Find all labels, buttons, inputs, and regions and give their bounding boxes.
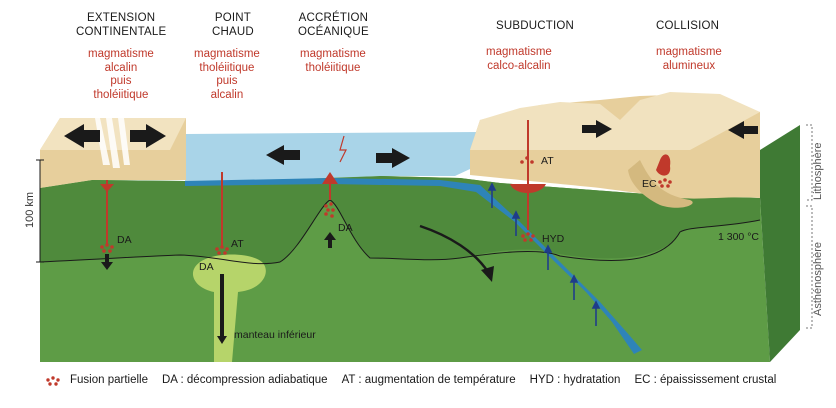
plate-motion-arrows [64,120,758,344]
header-collision: COLLISION [656,20,719,34]
subduction-flow-arrow [419,224,490,273]
magmatism-line: tholéiitique [199,61,255,74]
title-line: POINT [214,12,252,24]
mantle-plume [192,254,266,362]
magmatism-line: magmatisme [194,48,260,60]
label-hyd-subduction: HYD [542,233,565,245]
magmatism-line: tholéiitique [305,61,361,74]
subduction-flow-arrowhead [481,266,494,282]
magmatism-extension: magmatisme alcalin puis tholéiitique [88,48,154,102]
collision-granite [656,154,671,176]
label-da-extension: DA [117,234,132,246]
label-at-subduction: AT [541,155,554,167]
magmatism-subduction: magmatisme calco-alcalin [486,46,552,73]
magmatism-accretion: magmatisme tholéiitique [300,48,366,75]
lithosphere-label: Lithosphère [812,142,824,201]
magmatism-line: puis [216,75,238,87]
lithosphere-layer [40,176,760,264]
label-isotherm: 1 300 °C [718,231,759,243]
magmatism-line: calco-alcalin [487,59,551,72]
magmatism-collision: magmatisme alumineux [656,46,722,73]
melt-dots [100,156,672,255]
legend-hyd: HYD : hydratation [529,374,621,386]
ridge-magma-chamber [322,172,338,184]
rift-magma-chamber [100,184,114,192]
label-at-hotspot: AT [231,238,244,250]
hydration-arrows [487,182,601,326]
magmatism-line: puis [110,75,132,87]
magmatism-line: magmatisme [486,46,552,58]
mountain-range [470,92,760,150]
arc-magma-chamber [510,184,546,193]
scale-bar [36,159,44,263]
magmatism-line: magmatisme [300,48,366,60]
legend: Fusion partielle DA : décompression adia… [44,374,776,386]
title-line: SUBDUCTION [496,20,575,32]
label-da-ridge: DA [338,222,353,234]
asthenosphere-label: Asthénosphère [812,242,824,316]
crustal-root [628,160,693,208]
legend-ec: EC : épaississement crustal [634,374,777,386]
legend-da: DA : décompression adiabatique [161,374,328,386]
magmatism-hotspot: magmatisme tholéiitique puis alcalin [194,48,260,102]
magmatism-line: alumineux [662,59,716,72]
magmatism-line: magmatisme [656,46,722,58]
legend-partial-melting: Fusion partielle [70,374,148,386]
magmatism-line: alcalin [210,88,244,101]
block-side-face [760,125,800,362]
title-line: OCÉANIQUE [298,25,369,38]
label-da-hotspot: DA [199,261,214,273]
title-line: EXTENSION [87,12,156,24]
legend-at: AT : augmentation de température [341,374,516,386]
title-line: CHAUD [212,25,254,38]
rift-graben [95,118,130,168]
isotherm-1300 [39,199,761,265]
header-hotspot: POINT CHAUD [212,12,254,39]
label-ec-collision: EC [642,178,657,190]
layer-bracket [806,124,813,329]
header-extension: EXTENSION CONTINENTALE [76,12,166,39]
magmatism-line: magmatisme [88,48,154,60]
legend-melt-dots [46,376,60,386]
header-subduction: SUBDUCTION [496,20,574,34]
magmatism-line: alcalin [104,61,138,74]
label-lower-mantle: manteau inférieur [234,329,316,341]
header-accretion: ACCRÉTION OCÉANIQUE [298,12,369,39]
title-line: COLLISION [656,20,720,32]
title-line: ACCRÉTION [298,12,369,24]
scale-label: 100 km [24,191,36,228]
title-line: CONTINENTALE [76,25,167,38]
ridge-fault [339,135,347,163]
magmatism-line: tholéiitique [93,88,149,101]
